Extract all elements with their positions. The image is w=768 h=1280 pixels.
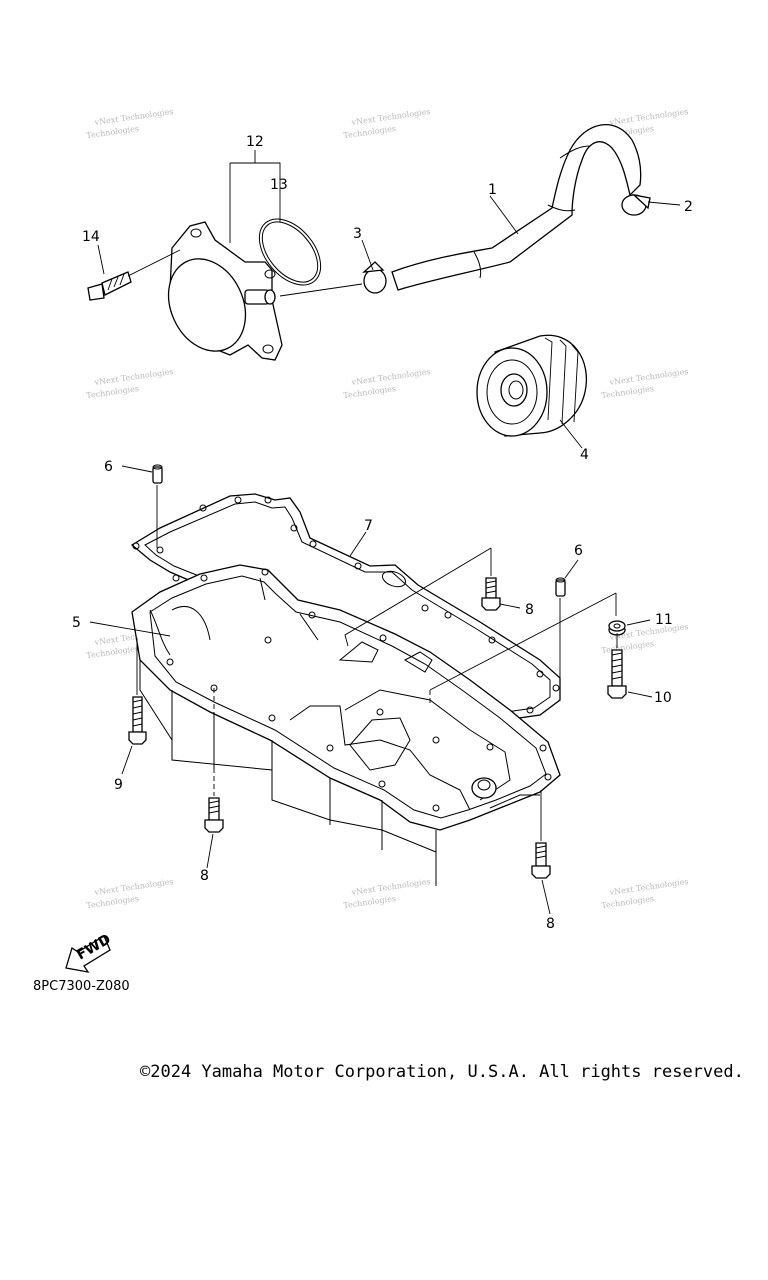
- hose-clamp-2[interactable]: [621, 193, 651, 216]
- callout-6-left: 6: [104, 459, 113, 475]
- bolt-14[interactable]: [87, 249, 181, 301]
- callout-labels: 1 2 3 4 5 6 6 7 8 8 8 9 10 11 12 13 14: [72, 134, 693, 932]
- callout-8-bottom: 8: [546, 916, 555, 932]
- callout-5: 5: [72, 615, 81, 631]
- callout-4: 4: [580, 447, 589, 463]
- callout-8-top: 8: [525, 602, 534, 618]
- fwd-arrow-icon: FWD: [65, 931, 114, 973]
- callout-2: 2: [684, 199, 693, 215]
- svg-text:Technologies: Technologies: [343, 894, 397, 910]
- bolt-10[interactable]: [607, 633, 627, 699]
- callout-1: 1: [488, 182, 497, 198]
- callout-12: 12: [246, 134, 264, 150]
- leader-lines: [89, 150, 681, 915]
- callout-6-right: 6: [574, 543, 583, 559]
- bolt-8-bottom[interactable]: [531, 790, 551, 879]
- svg-text:Technologies: Technologies: [86, 384, 140, 400]
- oil-hose[interactable]: [391, 124, 642, 291]
- svg-text:Technologies: Technologies: [601, 894, 655, 910]
- bolt-9[interactable]: [128, 638, 147, 745]
- drawing-code: 8PC7300-Z080: [33, 979, 130, 994]
- callout-3: 3: [353, 226, 362, 242]
- callout-11: 11: [655, 612, 673, 628]
- callout-7: 7: [364, 518, 373, 534]
- svg-text:Technologies: Technologies: [86, 894, 140, 910]
- svg-text:Technologies: Technologies: [86, 644, 140, 660]
- svg-text:Technologies: Technologies: [343, 384, 397, 400]
- callout-8-middle: 8: [200, 868, 209, 884]
- oil-filter[interactable]: [476, 334, 587, 437]
- callout-10: 10: [654, 690, 672, 706]
- washer-11[interactable]: [608, 620, 626, 636]
- hose-clamp-3[interactable]: [362, 261, 387, 294]
- oil-cooler-assembly[interactable]: [154, 207, 333, 363]
- oil-pan[interactable]: [131, 564, 561, 886]
- gasket-bolt-holes: [132, 496, 560, 714]
- o-ring[interactable]: [247, 207, 333, 296]
- svg-text:Technologies: Technologies: [343, 124, 397, 140]
- svg-text:Technologies: Technologies: [601, 384, 655, 400]
- dowel-pin-6-left[interactable]: [152, 464, 163, 548]
- copyright-notice: ©2024 Yamaha Motor Corporation, U.S.A. A…: [140, 1062, 744, 1082]
- svg-text:Technologies: Technologies: [86, 124, 140, 140]
- svg-text:Technologies: Technologies: [601, 639, 655, 655]
- callout-13: 13: [270, 177, 288, 193]
- dowel-pin-6-right[interactable]: [555, 577, 566, 678]
- callout-9: 9: [114, 777, 123, 793]
- bolt-8-top[interactable]: [481, 548, 501, 611]
- callout-14: 14: [82, 229, 100, 245]
- bolt-8-middle[interactable]: [204, 688, 224, 833]
